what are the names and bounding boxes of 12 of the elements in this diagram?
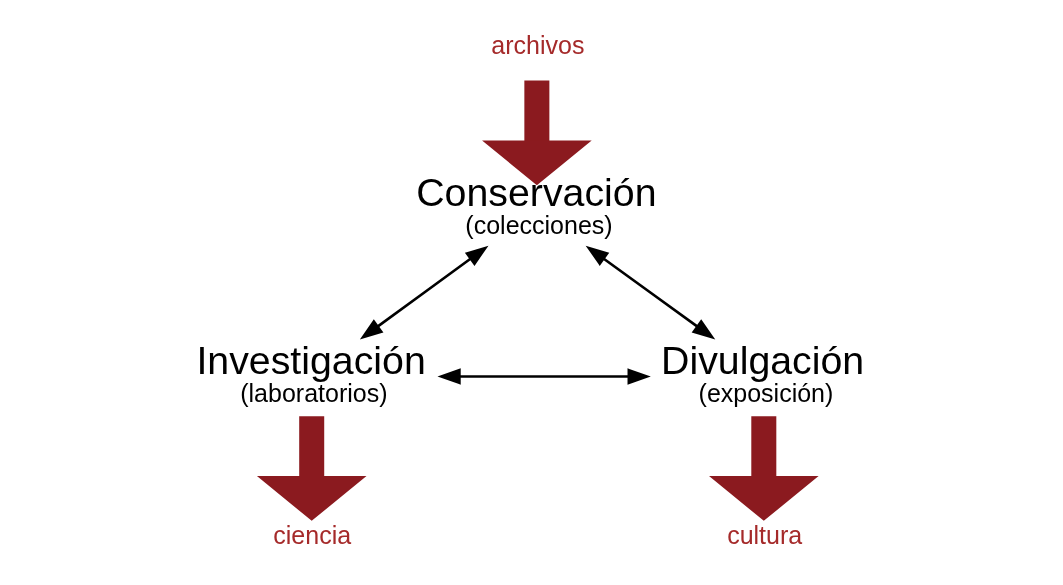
arrow [709,416,819,521]
arrow [256,416,367,521]
arrow [482,80,592,186]
arrow [585,245,716,340]
node-text: cultura [727,520,803,549]
arrow [437,368,651,385]
node-text: Investigación (laboratorios) [196,337,426,407]
node-text: Divulgación (exposición) [661,337,865,407]
node-text: Conservación (colecciones) [416,170,657,239]
node-text: archivos [491,31,585,60]
node-text: ciencia [273,520,352,549]
arrow [359,245,489,340]
